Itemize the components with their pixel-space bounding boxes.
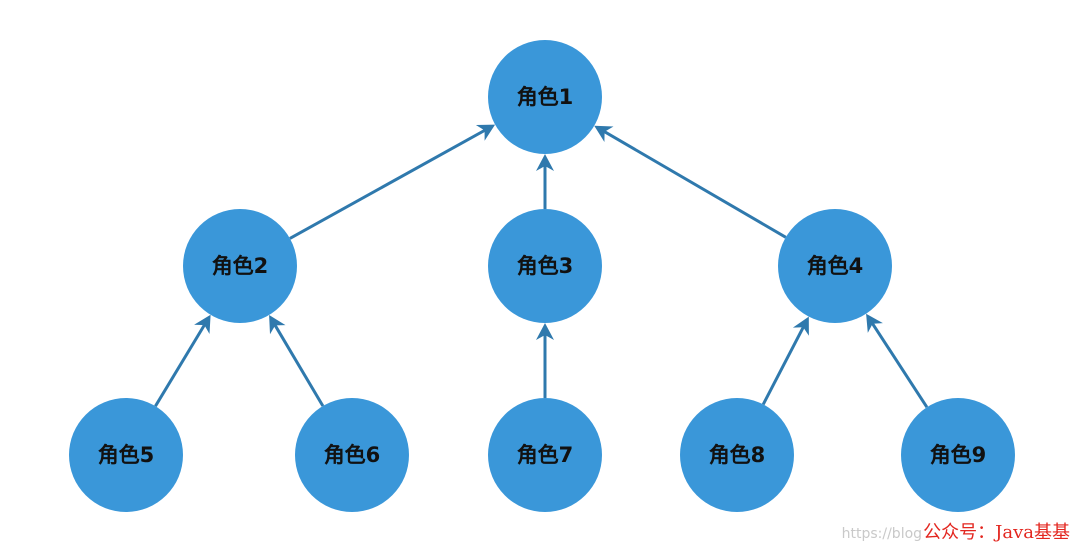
edge-r4-to-r1	[594, 125, 787, 239]
role-node-r2: 角色2	[183, 209, 297, 323]
edge-r5-to-r2	[154, 314, 211, 407]
edge-line	[289, 126, 491, 240]
arrowhead-icon	[194, 314, 211, 334]
edges-layer	[154, 124, 929, 409]
role-node-circle	[488, 40, 602, 154]
edge-r3-to-r1	[536, 154, 554, 209]
role-node-label: 角色6	[324, 443, 381, 467]
role-node-label: 角色2	[212, 254, 269, 278]
role-node-r9: 角色9	[901, 398, 1015, 512]
role-node-circle	[488, 209, 602, 323]
arrowhead-icon	[536, 323, 554, 340]
role-node-label: 角色4	[807, 254, 864, 278]
edge-r6-to-r2	[269, 315, 325, 407]
role-node-circle	[183, 209, 297, 323]
arrowhead-icon	[475, 124, 496, 141]
role-node-circle	[69, 398, 183, 512]
watermark-brand: 公众号：Java基基	[923, 522, 1070, 543]
edge-r9-to-r4	[866, 313, 929, 409]
watermark-url: https://blog	[841, 526, 923, 542]
edge-line	[154, 319, 209, 407]
role-node-label: 角色3	[517, 254, 574, 278]
role-node-r4: 角色4	[778, 209, 892, 323]
role-node-r3: 角色3	[488, 209, 602, 323]
role-node-circle	[295, 398, 409, 512]
role-node-r5: 角色5	[69, 398, 183, 512]
edge-r7-to-r3	[536, 323, 554, 398]
edge-r2-to-r1	[289, 124, 496, 240]
role-node-label: 角色9	[930, 443, 987, 467]
role-node-circle	[778, 209, 892, 323]
role-node-circle	[488, 398, 602, 512]
arrowhead-icon	[269, 315, 286, 335]
role-node-circle	[680, 398, 794, 512]
edge-line	[598, 127, 787, 239]
arrowhead-icon	[594, 125, 614, 142]
role-node-label: 角色5	[98, 443, 155, 467]
edge-line	[868, 317, 929, 409]
edge-line	[761, 321, 808, 406]
role-node-label: 角色8	[709, 443, 766, 467]
edge-r8-to-r4	[761, 316, 809, 406]
role-node-r8: 角色8	[680, 398, 794, 512]
arrowhead-icon	[536, 154, 554, 171]
role-node-r1: 角色1	[488, 40, 602, 154]
role-node-circle	[901, 398, 1015, 512]
role-node-label: 角色1	[517, 85, 574, 109]
arrowhead-icon	[866, 313, 883, 333]
watermark: https://blog 公众号：Java基基	[842, 524, 1070, 542]
arrowhead-icon	[792, 316, 809, 336]
nodes-layer: 角色1 角色2 角色3 角色4 角色5 角色6 角色7 角色8 角色9	[69, 40, 1015, 512]
role-node-r7: 角色7	[488, 398, 602, 512]
role-node-r6: 角色6	[295, 398, 409, 512]
role-node-label: 角色7	[517, 443, 574, 467]
edge-line	[270, 319, 325, 407]
